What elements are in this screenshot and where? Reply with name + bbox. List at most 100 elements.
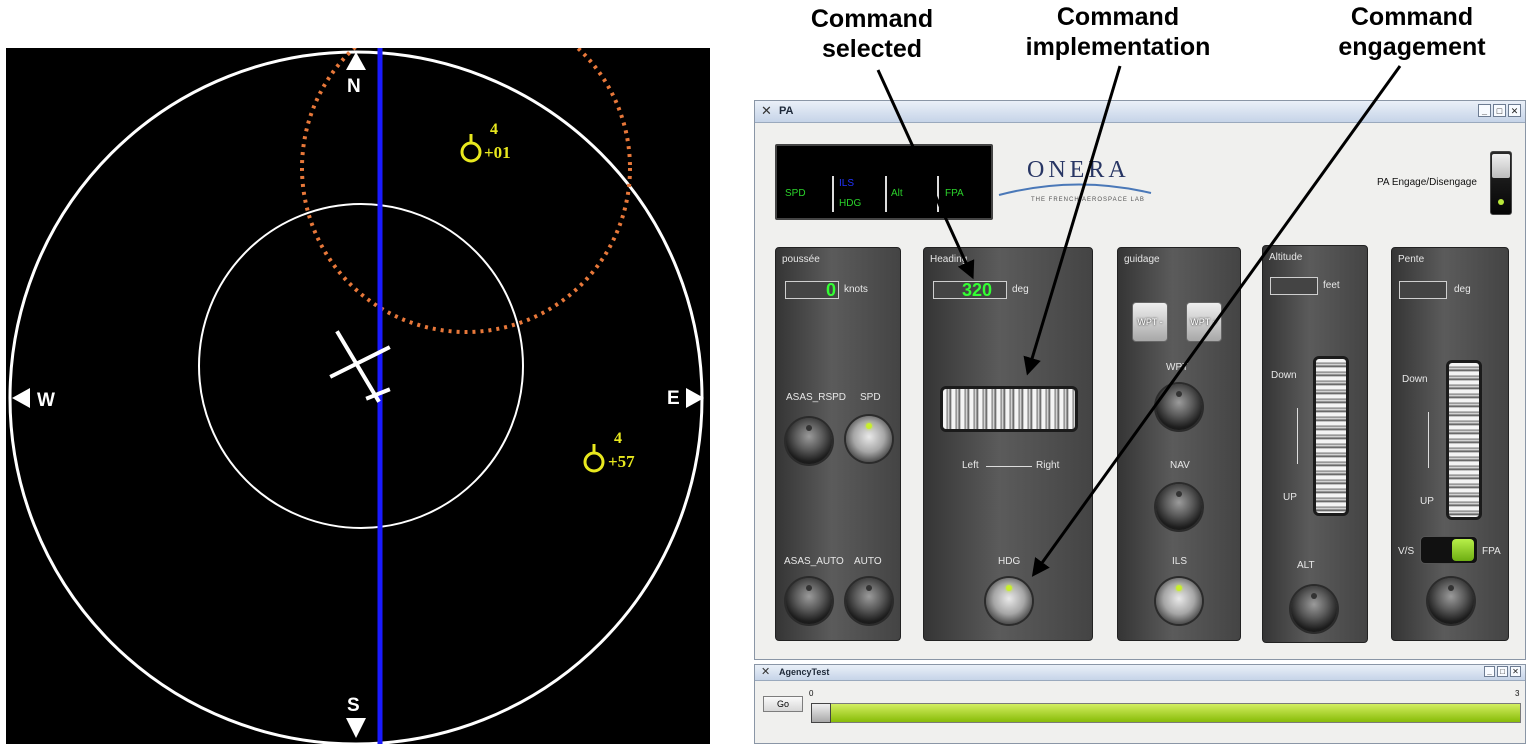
wpt-minus-button[interactable]: WPT - (1132, 302, 1168, 342)
agency-menu-icon[interactable]: ✕ (761, 666, 771, 678)
altitude-panel: Altitude feet Down UP ALT (1262, 245, 1368, 643)
traffic-target-2[interactable]: 4 +57 (583, 430, 635, 473)
pa-engage-label: PA Engage/Disengage (1377, 177, 1477, 188)
conflict-ring (300, 48, 632, 334)
slope-up-label: UP (1420, 496, 1434, 507)
slope-down-label: Down (1402, 374, 1428, 385)
north-marker-icon (346, 52, 366, 70)
alt-label: ALT (1297, 560, 1315, 571)
radar-display: N S W E 4 +01 4 +57 (6, 48, 710, 744)
heading-unit: deg (1012, 284, 1029, 295)
minimize-button[interactable]: _ (1478, 104, 1491, 117)
nav-button[interactable] (1156, 484, 1202, 530)
altitude-unit: feet (1323, 280, 1340, 291)
east-marker-icon (686, 388, 704, 408)
agency-close-button[interactable]: ✕ (1510, 666, 1521, 677)
compass-north: N (347, 76, 361, 97)
asas-rspd-button[interactable] (786, 418, 832, 464)
agency-test-window: ✕ AgencyTest _ □ ✕ Go 0 3 (754, 664, 1526, 744)
altitude-title: Altitude (1269, 252, 1303, 263)
nav-label: NAV (1170, 460, 1190, 471)
heading-panel: Heading 320 deg Left Right HDG (923, 247, 1093, 641)
outer-range-ring (8, 50, 704, 744)
agency-slider-handle[interactable] (811, 703, 831, 723)
slope-scale (1428, 412, 1429, 468)
altitude-scale (1297, 408, 1298, 464)
ils-label: ILS (1172, 556, 1188, 567)
slope-title: Pente (1398, 254, 1425, 265)
heading-right-label: Right (1036, 460, 1060, 471)
speed-unit: knots (844, 284, 868, 295)
asas-rspd-label: ASAS_RSPD (786, 392, 847, 403)
traffic-1-level: 4 (490, 121, 498, 138)
auto-label: AUTO (854, 556, 882, 567)
go-button[interactable]: Go (763, 696, 803, 712)
compass-south: S (347, 695, 360, 716)
pa-window: ✕ PA _ □ ✕ SPD ILS HDG Alt FPA ONERA THE… (754, 100, 1526, 660)
auto-button[interactable] (846, 578, 892, 624)
ownship-symbol (329, 330, 391, 403)
wpt-button[interactable] (1156, 384, 1202, 430)
traffic-1-delta: +01 (484, 143, 511, 162)
traffic-target-1[interactable]: 4 +01 (460, 121, 511, 163)
asas-auto-label: ASAS_AUTO (784, 556, 844, 567)
west-marker-icon (12, 388, 30, 408)
heading-value[interactable]: 320 (933, 281, 1007, 299)
heading-title: Heading (930, 254, 968, 265)
pa-window-title: PA (779, 105, 794, 117)
slope-button[interactable] (1428, 578, 1474, 624)
heading-left-label: Left (962, 460, 979, 471)
traffic-2-delta: +57 (608, 452, 635, 471)
engage-led-icon (1498, 199, 1504, 205)
spd-button[interactable] (846, 416, 892, 462)
pa-engage-switch[interactable] (1490, 151, 1512, 215)
altitude-wheel[interactable] (1313, 356, 1349, 516)
thrust-panel: poussée 0 knots ASAS_RSPD SPD ASAS_AUTO … (775, 247, 901, 641)
vs-fpa-toggle[interactable] (1420, 536, 1478, 564)
agency-minimize-button[interactable]: _ (1484, 666, 1495, 677)
hdg-label: HDG (998, 556, 1021, 567)
mode-ils: ILS (839, 178, 855, 189)
spd-label: SPD (860, 392, 881, 403)
traffic-2-level: 4 (614, 430, 622, 447)
mode-spd: SPD (785, 188, 806, 199)
mode-alt: Alt (891, 188, 903, 199)
compass-east: E (667, 388, 680, 409)
slope-unit: deg (1454, 284, 1471, 295)
thrust-title: poussée (782, 254, 820, 265)
close-button[interactable]: ✕ (1508, 104, 1521, 117)
window-menu-icon[interactable]: ✕ (761, 103, 772, 118)
slope-value[interactable] (1399, 281, 1447, 299)
vs-label: V/S (1398, 546, 1415, 557)
altitude-up-label: UP (1283, 492, 1297, 503)
pa-titlebar[interactable]: ✕ PA _ □ ✕ (755, 101, 1525, 123)
guidance-panel: guidage WPT - WPT + WPT NAV ILS (1117, 247, 1241, 641)
agency-titlebar[interactable]: ✕ AgencyTest _ □ ✕ (755, 665, 1525, 681)
mode-hdg: HDG (839, 198, 862, 209)
slider-min-label: 0 (809, 689, 814, 698)
altitude-down-label: Down (1271, 370, 1297, 381)
hdg-button[interactable] (986, 578, 1032, 624)
speed-value[interactable]: 0 (785, 281, 839, 299)
alt-button[interactable] (1291, 586, 1337, 632)
wpt-label: WPT (1166, 362, 1189, 373)
fpa-label: FPA (1482, 546, 1501, 557)
heading-wheel[interactable] (940, 386, 1078, 432)
agency-maximize-button[interactable]: □ (1497, 666, 1508, 677)
maximize-button[interactable]: □ (1493, 104, 1506, 117)
altitude-value[interactable] (1270, 277, 1318, 295)
south-marker-icon (346, 718, 366, 738)
wpt-plus-button[interactable]: WPT + (1186, 302, 1222, 342)
slope-wheel[interactable] (1446, 360, 1482, 520)
guidance-title: guidage (1124, 254, 1160, 265)
agency-window-title: AgencyTest (779, 667, 830, 677)
slider-max-label: 3 (1515, 689, 1520, 698)
agency-slider-track[interactable] (811, 703, 1521, 723)
logo-swoosh-icon (998, 183, 1152, 196)
inner-range-ring (198, 203, 524, 529)
ils-button[interactable] (1156, 578, 1202, 624)
asas-auto-button[interactable] (786, 578, 832, 624)
